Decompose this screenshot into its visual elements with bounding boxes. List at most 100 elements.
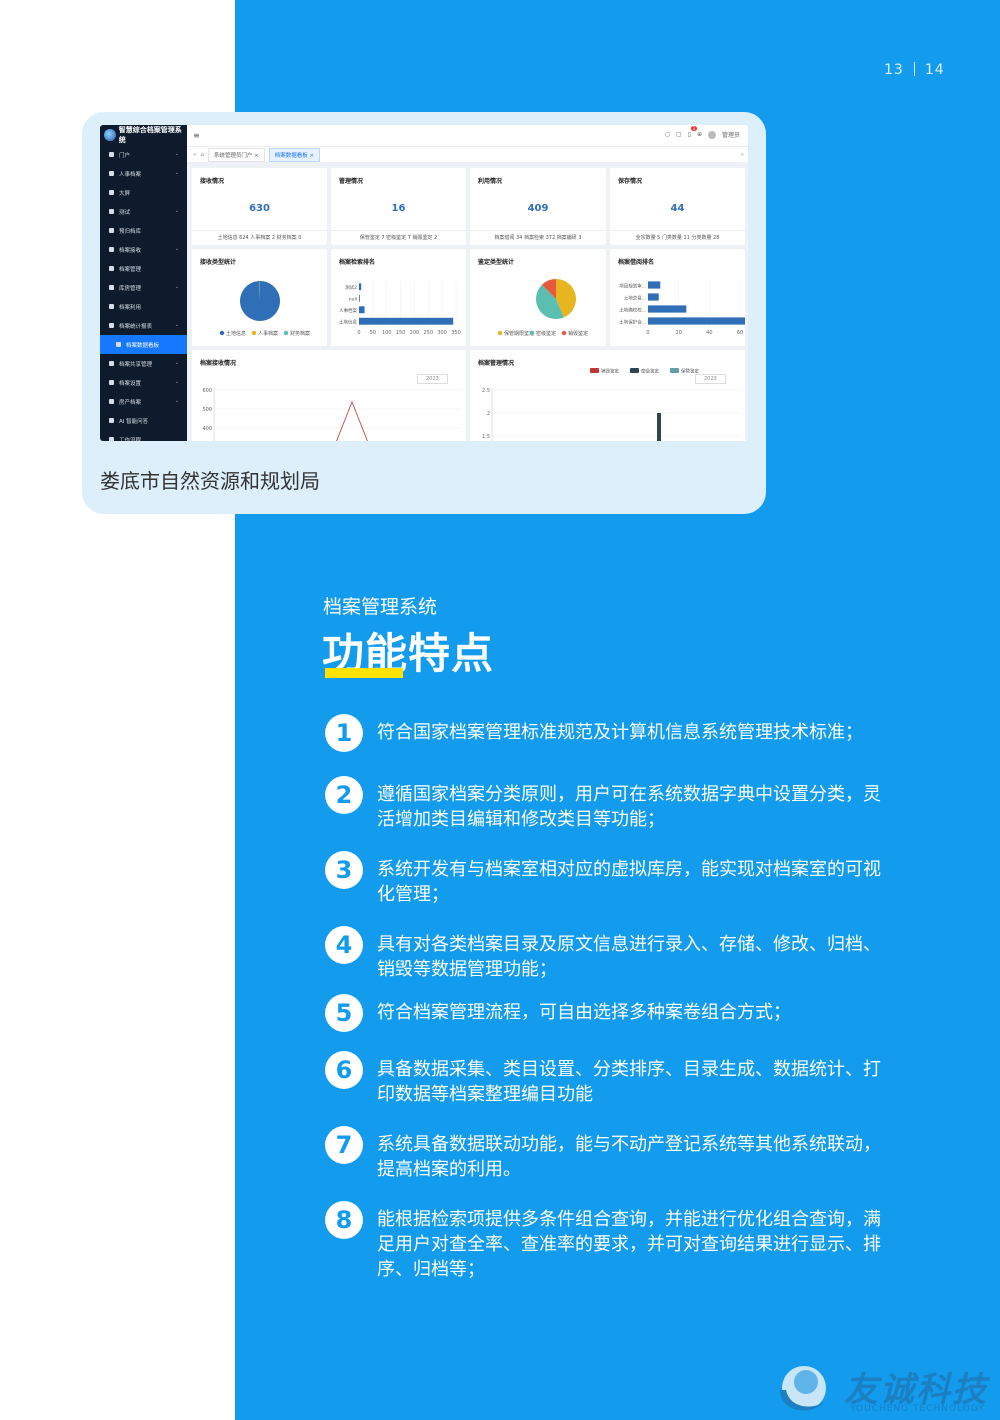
pie-slice (536, 284, 564, 319)
stat-card-receive: 接收情况 630 土地信息 624 人事档案 2 财务档案 0 (192, 168, 327, 245)
fullscreen-icon[interactable]: ▢ (675, 131, 682, 138)
legend-marker (561, 330, 567, 336)
sidebar-item[interactable]: 档案数据看板 (100, 335, 187, 354)
sidebar-item[interactable]: 预归档库 (100, 221, 187, 240)
sidebar-item[interactable]: 测试⌄ (100, 202, 187, 221)
sidebar-item[interactable]: 档案利用 (100, 297, 187, 316)
menu-item-icon (109, 380, 114, 385)
year-picker[interactable]: 2023 (417, 374, 448, 384)
menu-item-icon (109, 247, 114, 252)
chevron-down-icon: ⌄ (174, 151, 179, 157)
avatar[interactable] (707, 130, 716, 139)
sidebar-item[interactable]: 档案统计报表⌄ (100, 316, 187, 335)
chevron-down-icon: ⌄ (174, 360, 179, 366)
sidebar-item-label: 档案共享管理 (119, 361, 153, 368)
chevron-down-icon: ⌄ (174, 170, 179, 176)
menu-item-icon (109, 285, 114, 290)
tick-label: 600 (202, 388, 212, 394)
legend-label: 密级鉴定 (641, 368, 659, 375)
menu-item-icon (109, 171, 114, 176)
sidebar-item[interactable]: AI 智能问答 (100, 411, 187, 430)
menu-item-icon (116, 342, 121, 347)
sidebar-item[interactable]: 档案设置⌄ (100, 373, 187, 392)
panel-receive-type: 接收类型统计 土地信息人事档案财务档案 (192, 249, 327, 346)
stat-card-use: 利用情况 409 档案借阅 34 档案检索 372 档案编研 3 (470, 168, 606, 245)
app-screenshot: 智慧综合档案管理系统 门户⌄人事档案⌄大屏测试⌄预归档库档案接收⌄档案管理库房管… (100, 125, 748, 441)
sidebar-item-label: 预归档库 (119, 228, 142, 235)
feature-number: 8 (325, 1201, 363, 1239)
sidebar-item-label: 档案统计报表 (119, 323, 153, 330)
menu-item-icon (109, 190, 114, 195)
sidebar-item[interactable]: 门户⌄ (100, 145, 187, 164)
legend-marker (497, 330, 503, 336)
feature-number: 6 (325, 1051, 363, 1089)
feature-number: 5 (325, 994, 363, 1032)
receive-type-pie: 土地信息人事档案财务档案 (219, 281, 310, 337)
sidebar-item[interactable]: 人事档案 ⌄ (100, 164, 187, 183)
feature-number: 1 (325, 714, 363, 752)
category-label: null (349, 297, 357, 303)
sidebar-item-label: 档案接收 (119, 247, 142, 254)
menu-item-icon (109, 152, 114, 157)
year-picker[interactable]: 2023 (695, 374, 726, 384)
tick-label: 40 (706, 330, 712, 336)
legend-label: 销毁鉴定 (568, 330, 588, 337)
stat-value: 44 (670, 203, 685, 214)
feature-text: 能根据检索项提供多条件组合查询，并能进行优化组合查询，满足用户对查全率、查准率的… (377, 1209, 881, 1280)
sidebar-item[interactable]: 库房管理⌄ (100, 278, 187, 297)
pie-slice (541, 279, 556, 299)
chevron-down-icon: ⌄ (174, 379, 179, 385)
logo-icon (104, 129, 116, 141)
menu-item-icon (109, 361, 114, 366)
page-left: 13 (884, 62, 904, 78)
sidebar-item[interactable]: 档案接收 ⌄ (100, 240, 187, 259)
search-icon[interactable]: ○ (664, 131, 670, 138)
bar (648, 317, 745, 325)
stat-foot: 档案借阅 34 档案检索 372 档案编研 3 (470, 230, 606, 241)
sidebar-item[interactable]: 房产档案 ⌄ (100, 392, 187, 411)
tick-label: 150 (396, 330, 406, 336)
globe-icon[interactable]: ⊕ (696, 131, 702, 138)
sidebar-item[interactable]: 大屏 (100, 183, 187, 202)
tick-label: 2 (487, 411, 490, 417)
tick-label: 250 (424, 330, 434, 336)
feature-text: 系统开发有与档案室相对应的虚拟库房，能实现对档案室的可视化管理； (377, 859, 881, 905)
sidebar-item-label: 人事档案 (119, 171, 142, 178)
sidebar: 智慧综合档案管理系统 门户⌄人事档案⌄大屏测试⌄预归档库档案接收⌄档案管理库房管… (100, 125, 187, 441)
chevron-down-icon: ⌄ (174, 398, 179, 404)
sidebar-item[interactable]: 档案共享管理 ⌄ (100, 354, 187, 373)
chevron-down-icon: ⌄ (174, 246, 179, 252)
collapse-icon[interactable]: « (193, 151, 197, 158)
legend-label: 财务档案 (290, 330, 310, 337)
tab-dashboard[interactable]: 档案数据看板 × (268, 147, 321, 162)
panel-appraisal-type: 鉴定类型统计 保管期限鉴定密级鉴定销毁鉴定 (470, 249, 606, 346)
stat-foot: 土地信息 624 人事档案 2 财务档案 0 (192, 230, 327, 241)
category-label: 项目规划审... (619, 282, 646, 289)
bell-icon[interactable]: ▯3 (687, 126, 698, 138)
user-name[interactable]: 管理员 (721, 132, 740, 139)
bar (657, 413, 661, 441)
legend-label: 保管鉴定 (681, 368, 699, 375)
caption: 娄底市自然资源和规划局 (100, 469, 320, 493)
legend-marker (670, 368, 679, 373)
brand-mark-icon (780, 1366, 826, 1411)
menu-icon[interactable]: ≡ (193, 131, 200, 140)
bar (359, 306, 365, 314)
expand-icon[interactable]: » (740, 151, 744, 158)
sidebar-item-label: 大屏 (119, 190, 131, 197)
sidebar-item[interactable]: 档案管理 (100, 259, 187, 278)
legend-label: 密级鉴定 (536, 330, 556, 337)
home-icon[interactable]: ⌂ (200, 151, 204, 158)
sidebar-item-label: 房产档案 (119, 399, 142, 406)
legend-marker (590, 368, 599, 373)
tab-bar: « ⌂ 系统管理员门户 × 档案数据看板 × » (187, 146, 748, 162)
tab-portal[interactable]: 系统管理员门户 × (207, 147, 265, 162)
menu-item-icon (109, 228, 114, 233)
sidebar-item[interactable]: 工作流程 (100, 430, 187, 441)
brand-english: YOUCHENG TECHNOLOGY (850, 1404, 985, 1414)
bar (359, 283, 362, 291)
bar (359, 294, 360, 302)
bar (359, 317, 454, 325)
stat-value: 409 (527, 203, 549, 214)
